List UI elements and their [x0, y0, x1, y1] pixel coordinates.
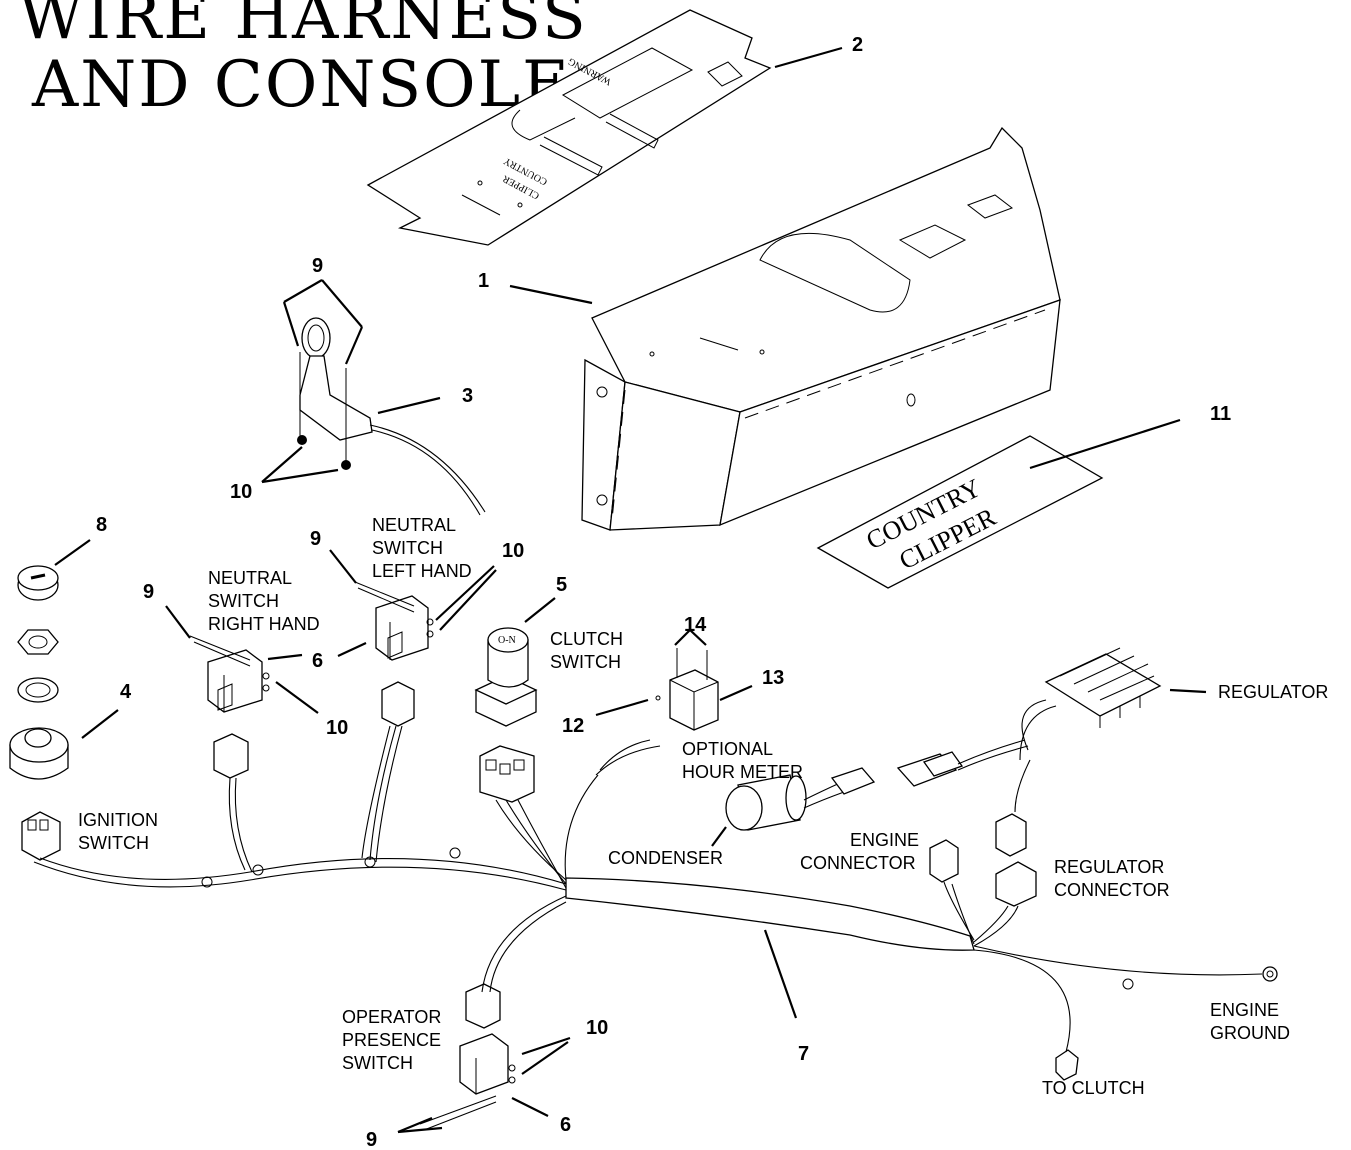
callout-1: 1	[478, 270, 489, 292]
title-line-1: WIRE HARNESS	[18, 0, 588, 54]
label-operator-presence: OPERATOR PRESENCE SWITCH	[342, 1007, 441, 1073]
svg-text:GROUND: GROUND	[1210, 1023, 1290, 1043]
label-clutch-switch: CLUTCH SWITCH	[550, 629, 623, 672]
svg-text:SWITCH: SWITCH	[550, 652, 621, 672]
callout-10-operator: 10	[586, 1017, 608, 1039]
callout-8: 8	[96, 514, 107, 536]
callout-11: 11	[1210, 403, 1231, 425]
svg-text:ENGINE: ENGINE	[1210, 1000, 1279, 1020]
diagram-title: WIRE HARNESS AND CONSOLE	[18, 0, 588, 122]
svg-text:O-N: O-N	[498, 635, 516, 646]
svg-text:PRESENCE: PRESENCE	[342, 1030, 441, 1050]
label-regulator-connector: REGULATOR CONNECTOR	[1054, 857, 1170, 900]
ignition-switch-assembly	[9, 565, 69, 861]
callout-10-bracket: 10	[230, 481, 252, 503]
svg-text:LEFT HAND: LEFT HAND	[372, 561, 472, 581]
console-housing	[581, 126, 1061, 531]
label-regulator: REGULATOR	[1218, 682, 1328, 702]
callout-10-right: 10	[326, 717, 348, 739]
label-hour-meter: OPTIONAL HOUR METER	[682, 739, 803, 782]
svg-text:CONNECTOR: CONNECTOR	[1054, 880, 1170, 900]
svg-text:HOUR METER: HOUR METER	[682, 762, 803, 782]
callout-9-left: 9	[310, 528, 321, 550]
label-engine-ground: ENGINE GROUND	[1210, 1000, 1290, 1043]
component-labels: NEUTRAL SWITCH LEFT HAND NEUTRAL SWITCH …	[78, 515, 1328, 1098]
callout-numbers: 2 1 9 3 11 10 8 9 10 5 9 14 6 13 4 12 10…	[96, 34, 1231, 1150]
condenser	[725, 767, 876, 831]
clutch-switch: O-N	[474, 627, 538, 803]
main-wire-harness	[33, 725, 1263, 1053]
neutral-switch-right	[189, 635, 270, 779]
callout-6-lower: 6	[560, 1114, 571, 1136]
svg-text:RIGHT HAND: RIGHT HAND	[208, 614, 320, 634]
callout-13: 13	[762, 667, 784, 689]
label-neutral-right: NEUTRAL SWITCH RIGHT HAND	[208, 568, 320, 634]
svg-text:IGNITION: IGNITION	[78, 810, 158, 830]
svg-text:SWITCH: SWITCH	[78, 833, 149, 853]
label-to-clutch: TO CLUTCH	[1042, 1078, 1145, 1098]
callout-4: 4	[120, 681, 132, 703]
svg-text:SWITCH: SWITCH	[208, 591, 279, 611]
engine-connector-pair	[896, 739, 1029, 787]
cable-bracket	[297, 317, 486, 516]
svg-text:OPERATOR: OPERATOR	[342, 1007, 441, 1027]
svg-text:REGULATOR: REGULATOR	[1054, 857, 1164, 877]
callout-9-operator: 9	[366, 1129, 377, 1150]
svg-text:SWITCH: SWITCH	[372, 538, 443, 558]
label-neutral-left: NEUTRAL SWITCH LEFT HAND	[372, 515, 472, 581]
svg-text:ENGINE: ENGINE	[850, 830, 919, 850]
svg-text:SWITCH: SWITCH	[342, 1053, 413, 1073]
leader-lines	[54, 46, 1207, 1134]
harness-connectors-right	[929, 839, 1278, 1081]
callout-7: 7	[798, 1043, 809, 1065]
neutral-switch-left	[354, 581, 434, 727]
callout-9-bracket: 9	[312, 255, 323, 277]
title-line-2: AND CONSOLE	[31, 48, 571, 122]
regulator	[995, 647, 1162, 857]
svg-text:CLUTCH: CLUTCH	[550, 629, 623, 649]
hour-meter	[595, 648, 719, 776]
callout-10-left: 10	[502, 540, 524, 562]
callout-5: 5	[556, 574, 567, 596]
svg-text:OPTIONAL: OPTIONAL	[682, 739, 773, 759]
svg-text:NEUTRAL: NEUTRAL	[208, 568, 292, 588]
label-ignition-switch: IGNITION SWITCH	[78, 810, 158, 853]
callout-3: 3	[462, 385, 473, 407]
callout-12: 12	[562, 715, 584, 737]
svg-text:NEUTRAL: NEUTRAL	[372, 515, 456, 535]
callout-6-upper: 6	[312, 650, 323, 672]
operator-presence-switch	[419, 983, 516, 1131]
callout-14: 14	[684, 614, 707, 636]
label-engine-connector: ENGINE CONNECTOR	[800, 830, 919, 873]
svg-text:CONNECTOR: CONNECTOR	[800, 853, 916, 873]
callout-9-right: 9	[143, 581, 154, 603]
label-condenser: CONDENSER	[608, 848, 723, 868]
callout-2: 2	[852, 34, 863, 56]
